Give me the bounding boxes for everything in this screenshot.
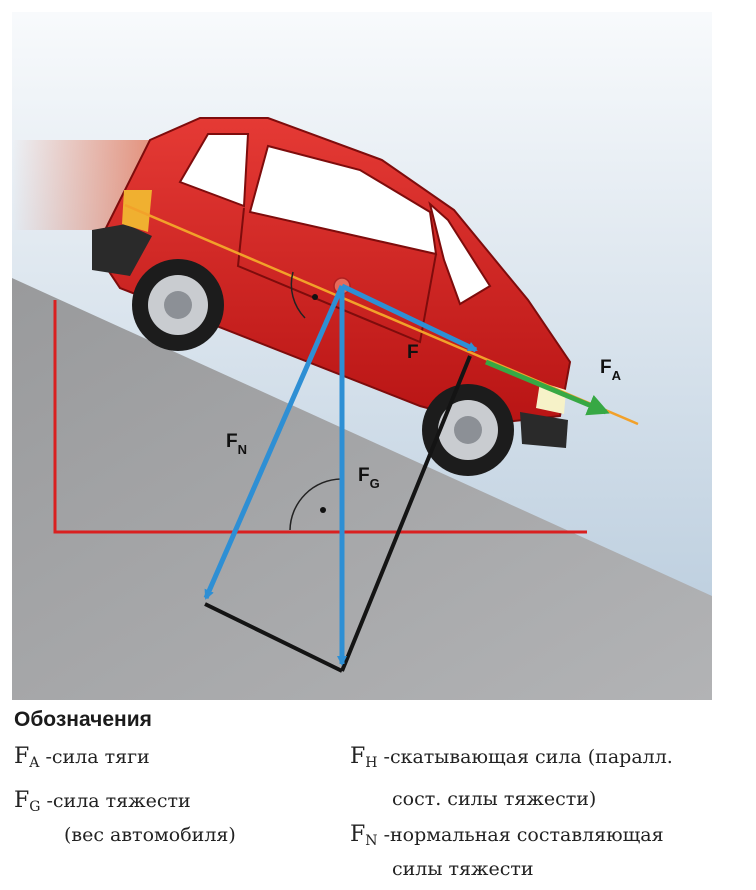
parallelogram-side-bottom <box>204 602 343 673</box>
car-window-front <box>428 201 492 306</box>
legend-item-fn: FN -нормальная составляющая <box>350 822 664 849</box>
label-fa: FA <box>600 357 622 383</box>
vector-fa <box>485 359 610 416</box>
car-door-line <box>236 207 437 344</box>
legend-item-fg: FG -сила тяжести <box>14 788 191 815</box>
parallelogram-side-right <box>340 355 472 672</box>
label-fg: FG <box>358 465 380 491</box>
angle-frame <box>53 300 587 534</box>
car-wheel-rear <box>132 259 224 351</box>
label-fn: FN <box>226 431 247 457</box>
legend-item-fh: FH -скатывающая сила (паралл. <box>350 744 673 771</box>
car <box>92 117 572 476</box>
car-bumper-rear <box>92 224 152 276</box>
car-wheel-front <box>422 384 514 476</box>
legend-item-fh-note: сост. силы тяжести) <box>392 788 597 810</box>
legend-item-fn-note: силы тяжести <box>392 858 534 880</box>
car-window-side <box>248 144 438 256</box>
car-bumper-front <box>520 412 568 448</box>
vector-f <box>340 283 478 353</box>
right-angle-mark-ground <box>289 478 342 531</box>
vector-fn <box>203 285 345 600</box>
label-f: F <box>407 342 419 363</box>
right-angle-dot-car <box>312 294 318 300</box>
legend-title: Обозначения <box>14 708 152 731</box>
right-angle-mark-car <box>290 271 306 319</box>
legend-item-fa: FA -сила тяги <box>14 744 150 771</box>
legend-item-fg-note: (вес автомобиля) <box>64 824 236 846</box>
incline-diagram: F FA FN FG <box>12 12 712 700</box>
incline-slope <box>12 278 712 700</box>
car-window-rear <box>178 133 250 208</box>
right-angle-dot-ground <box>320 507 326 513</box>
